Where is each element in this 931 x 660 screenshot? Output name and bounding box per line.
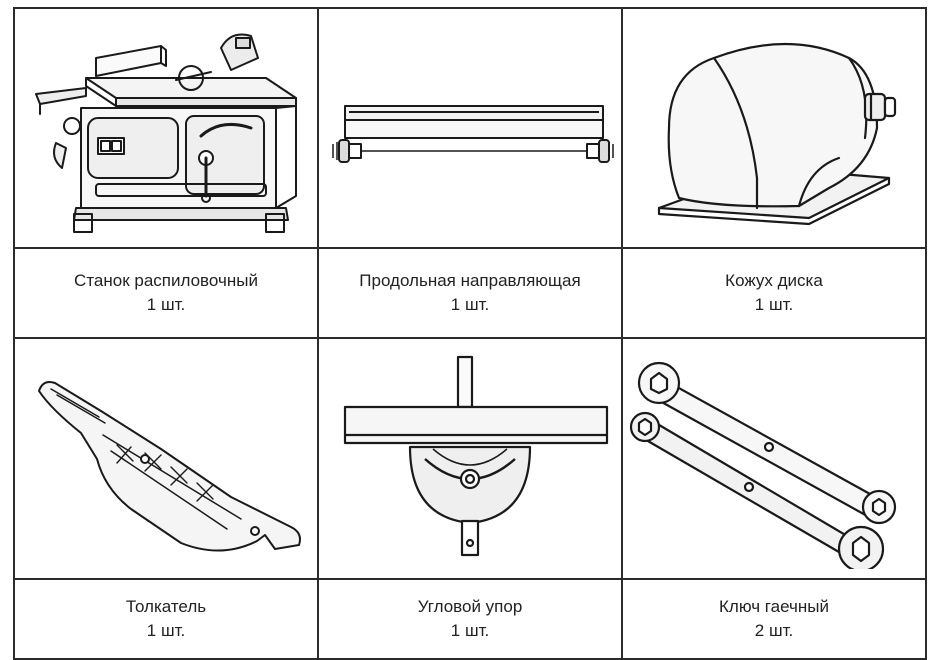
cell-push-stick-image <box>13 337 319 580</box>
item-qty-miter-gauge: 1 шт. <box>450 621 490 640</box>
push-stick-icon <box>21 349 311 569</box>
cell-miter-gauge-image <box>317 337 623 580</box>
cell-blade-guard-image <box>621 7 927 249</box>
item-qty-push-stick: 1 шт. <box>146 621 186 640</box>
cell-rip-fence-image <box>317 7 623 249</box>
item-qty-wrench: 2 шт. <box>754 621 794 640</box>
item-name-wrench: Ключ гаечный <box>719 597 829 616</box>
item-qty-rip-fence: 1 шт. <box>450 295 490 314</box>
caption-row: Станок распиловочный 1 шт. Продольная на… <box>13 247 927 339</box>
rip-fence-icon <box>325 18 615 238</box>
image-row <box>13 337 927 580</box>
item-name-rip-fence: Продольная направляющая <box>359 271 581 290</box>
blade-guard-icon <box>639 18 909 238</box>
cell-table-saw-caption: Станок распиловочный 1 шт. <box>13 247 319 339</box>
cell-push-stick-caption: Толкатель 1 шт. <box>13 578 319 660</box>
miter-gauge-icon <box>325 349 615 569</box>
cell-rip-fence-caption: Продольная направляющая 1 шт. <box>317 247 623 339</box>
cell-table-saw-image <box>13 7 319 249</box>
cell-blade-guard-caption: Кожух диска 1 шт. <box>621 247 927 339</box>
cell-wrench-image <box>621 337 927 580</box>
caption-row: Толкатель 1 шт. Угловой упор 1 шт. Ключ … <box>13 578 927 660</box>
item-name-blade-guard: Кожух диска <box>725 271 823 290</box>
item-qty-blade-guard: 1 шт. <box>754 295 794 314</box>
parts-sheet: Станок распиловочный 1 шт. Продольная на… <box>13 7 927 660</box>
item-name-push-stick: Толкатель <box>125 597 207 616</box>
item-name-table-saw: Станок распиловочный <box>74 271 258 290</box>
item-qty-table-saw: 1 шт. <box>146 295 186 314</box>
cell-miter-gauge-caption: Угловой упор 1 шт. <box>317 578 623 660</box>
parts-table: Станок распиловочный 1 шт. Продольная на… <box>13 7 927 660</box>
wrench-icon <box>629 349 919 569</box>
item-name-miter-gauge: Угловой упор <box>417 597 523 616</box>
cell-wrench-caption: Ключ гаечный 2 шт. <box>621 578 927 660</box>
table-saw-icon <box>26 18 306 238</box>
image-row <box>13 7 927 249</box>
